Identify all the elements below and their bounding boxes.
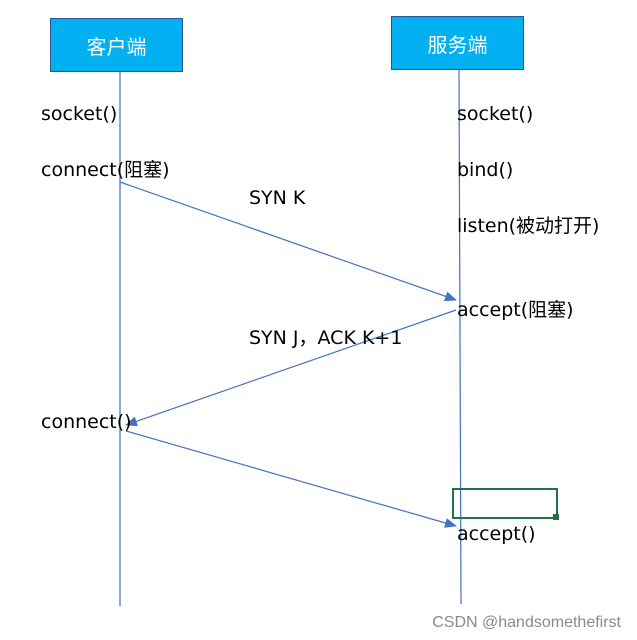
server-accept-return-label: accept() [457, 523, 536, 545]
syn-message-label: SYN K [249, 187, 306, 209]
server-socket-label: socket() [457, 103, 534, 125]
cell-selection-handle[interactable] [553, 514, 559, 520]
server-bind-label: bind() [457, 159, 514, 181]
client-actor-label: 客户端 [86, 34, 147, 59]
syn-ack-arrow [125, 309, 457, 427]
client-socket-label: socket() [41, 103, 118, 125]
syn-ack-message-label: SYN J，ACK K+1 [249, 327, 403, 349]
client-connect-blocking-label: connect(阻塞) [41, 159, 170, 181]
watermark-text: CSDN @handsomethefirst [432, 614, 621, 631]
client-connect-return-label: connect() [41, 411, 132, 433]
server-actor-label: 服务端 [427, 32, 488, 57]
ack-arrow [125, 430, 457, 528]
syn-arrow [119, 181, 457, 302]
server-lifeline [458, 69, 462, 605]
server-accept-blocking-label: accept(阻塞) [457, 299, 574, 321]
server-listen-label: listen(被动打开) [457, 215, 600, 237]
client-actor-box: 客户端 [50, 18, 183, 72]
cell-selection-box[interactable] [452, 488, 558, 519]
server-actor-box: 服务端 [391, 16, 524, 70]
